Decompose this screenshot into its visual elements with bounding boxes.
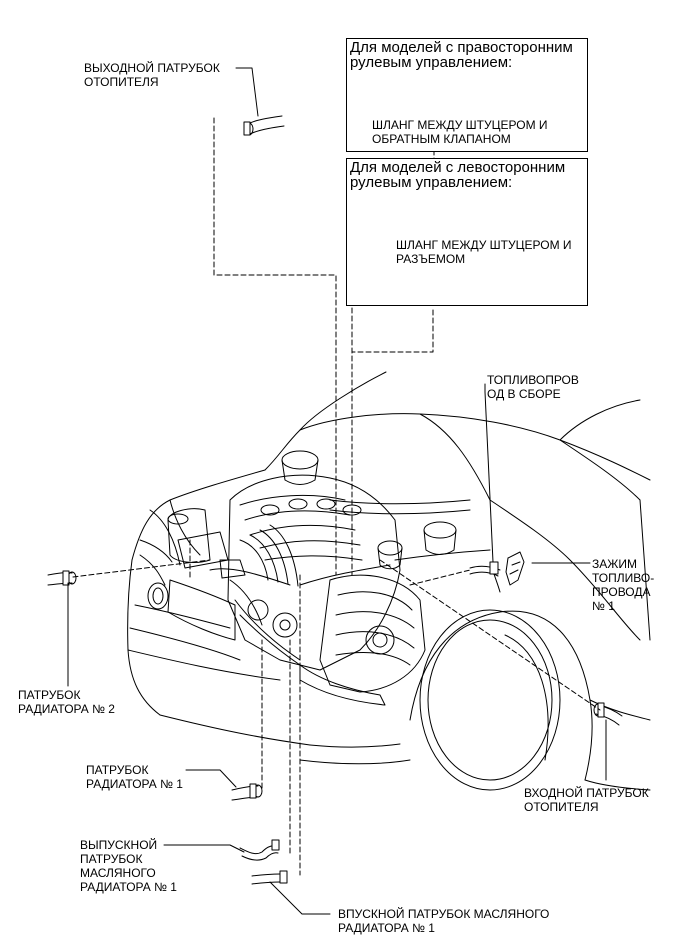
inset-rhd-title-line2: рулевым управлением: xyxy=(350,54,513,71)
label-line: МАСЛЯНОГО xyxy=(80,866,156,880)
label-line: ВЫХОДНОЙ ПАТРУБОК xyxy=(84,61,220,75)
label-line: № 1 xyxy=(592,599,615,613)
inset-lhd-title-line2: рулевым управлением: xyxy=(350,174,513,191)
radiator-hose-2-icon xyxy=(47,570,77,586)
label-line: РАДИАТОРА № 1 xyxy=(338,921,435,935)
label-radiator-hose-2: ПАТРУБОК РАДИАТОРА № 2 xyxy=(18,688,115,716)
label-line: ПАТРУБОК xyxy=(80,852,143,866)
label-line: РАДИАТОРА № 1 xyxy=(86,777,183,791)
inset-lhd-title: Для моделей с левосторонним рулевым упра… xyxy=(350,160,565,190)
label-oil-cooler-outlet: ВЫПУСКНОЙ ПАТРУБОК МАСЛЯНОГО РАДИАТОРА №… xyxy=(80,838,177,894)
label-heater-outlet: ВЫХОДНОЙ ПАТРУБОК ОТОПИТЕЛЯ xyxy=(84,61,220,89)
oil-cooler-inlet-hose-icon xyxy=(251,870,288,885)
fuel-clamp-icon xyxy=(505,551,525,586)
inset-rhd-title-line1: Для моделей с правосторонним xyxy=(350,39,573,56)
label-line: ПАТРУБОК xyxy=(86,763,149,777)
inset-lhd-title-line1: Для моделей с левосторонним xyxy=(350,159,566,176)
label-line: ТОПЛИВО- xyxy=(592,571,655,585)
leader-lines xyxy=(67,67,607,915)
label-line: ОД В СБОРЕ xyxy=(487,387,561,401)
label-line: РАДИАТОРА № 2 xyxy=(18,702,115,716)
label-line: ОТОПИТЕЛЯ xyxy=(524,800,599,814)
inset-lhd-label-line2: РАЗЪЕМОМ xyxy=(396,252,466,266)
label-line: ВЫПУСКНОЙ xyxy=(80,838,158,852)
label-line: ТОПЛИВОПРОВ xyxy=(487,373,579,387)
inset-lhd-label-line1: ШЛАНГ МЕЖДУ ШТУЦЕРОМ И xyxy=(396,238,572,252)
label-heater-inlet: ВХОДНОЙ ПАТРУБОК ОТОПИТЕЛЯ xyxy=(524,786,649,814)
inset-lhd-label: ШЛАНГ МЕЖДУ ШТУЦЕРОМ И РАЗЪЕМОМ xyxy=(396,238,572,266)
heater-inlet-hose-icon xyxy=(593,702,623,726)
label-oil-cooler-inlet: ВПУСКНОЙ ПАТРУБОК МАСЛЯНОГО РАДИАТОРА № … xyxy=(338,907,549,935)
car-body xyxy=(127,371,651,791)
label-line: РАДИАТОРА № 1 xyxy=(80,880,177,894)
inset-box-rhd xyxy=(346,38,588,152)
label-radiator-hose-1: ПАТРУБОК РАДИАТОРА № 1 xyxy=(86,763,183,791)
label-line: ОТОПИТЕЛЯ xyxy=(84,75,159,89)
inset-rhd-label-line1: ШЛАНГ МЕЖДУ ШТУЦЕРОМ И xyxy=(372,118,548,132)
label-line: ПРОВОДА xyxy=(592,585,651,599)
label-fuel-tube: ТОПЛИВОПРОВ ОД В СБОРЕ xyxy=(487,373,579,401)
label-line: ЗАЖИМ xyxy=(592,557,637,571)
inset-box-lhd xyxy=(346,158,588,306)
fuel-tube-icon xyxy=(469,561,501,593)
label-line: ВХОДНОЙ ПАТРУБОК xyxy=(524,786,649,800)
inset-rhd-title: Для моделей с правосторонним рулевым упр… xyxy=(350,40,573,70)
label-line: ПАТРУБОК xyxy=(18,688,81,702)
label-fuel-clamp: ЗАЖИМ ТОПЛИВО- ПРОВОДА № 1 xyxy=(592,557,654,613)
engine-assembly xyxy=(209,474,491,706)
oil-cooler-outlet-hose-icon xyxy=(239,839,280,861)
inset-rhd-label: ШЛАНГ МЕЖДУ ШТУЦЕРОМ И ОБРАТНЫМ КЛАПАНОМ xyxy=(372,118,548,146)
heater-outlet-hose-icon xyxy=(243,115,285,136)
label-line: ВПУСКНОЙ ПАТРУБОК МАСЛЯНОГО xyxy=(338,907,550,921)
inset-rhd-label-line2: ОБРАТНЫМ КЛАПАНОМ xyxy=(372,132,511,146)
radiator-hose-1-icon xyxy=(231,783,263,801)
